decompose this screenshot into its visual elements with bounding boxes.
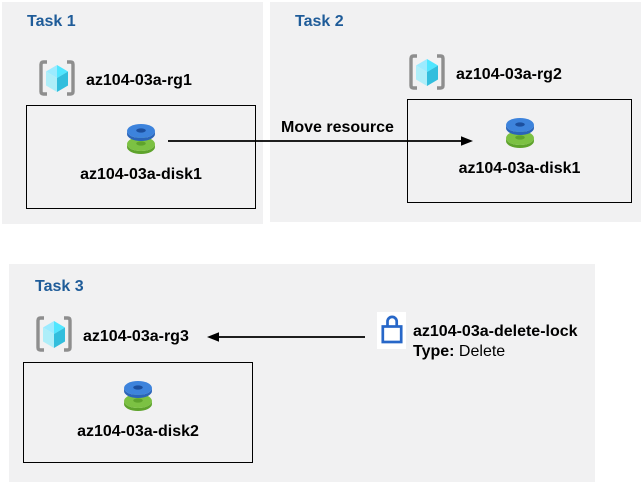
task3-resource-group: az104-03a-rg3: [33, 315, 189, 358]
task3-disk-label: az104-03a-disk2: [77, 423, 199, 440]
resource-group-icon: [406, 53, 448, 96]
task1-disk-label: az104-03a-disk1: [80, 166, 202, 183]
task3-title: Task 3: [35, 278, 84, 295]
managed-disk-icon: [118, 379, 158, 418]
lock-type-label: Type: Delete: [413, 343, 505, 361]
task1-panel: Task 1 az104-03a-rg1 az104-: [2, 2, 263, 224]
task1-title: Task 1: [27, 13, 76, 30]
resource-group-icon: [36, 59, 78, 102]
task1-rg-label: az104-03a-rg1: [86, 71, 192, 89]
lock-type-key: Type:: [413, 343, 455, 360]
task2-rg-label: az104-03a-rg2: [456, 65, 562, 83]
lock-chip: [377, 312, 406, 349]
task2-title: Task 2: [295, 13, 344, 30]
task2-resource-box: az104-03a-disk1: [407, 99, 632, 203]
task3-rg-label: az104-03a-rg3: [83, 327, 189, 345]
resource-group-icon: [33, 315, 75, 358]
task2-panel: Task 2 az104-03a-rg2 az104-: [270, 2, 641, 222]
task1-resource-box: az104-03a-disk1: [26, 105, 256, 209]
task3-panel: Task 3 az104-03a-rg3 az104-: [9, 264, 595, 482]
task2-disk-label: az104-03a-disk1: [458, 160, 581, 177]
task1-resource-group: az104-03a-rg1: [36, 59, 192, 102]
managed-disk-icon: [121, 122, 161, 161]
lock-icon: [380, 312, 404, 350]
lock-name-label: az104-03a-delete-lock: [413, 323, 578, 340]
task2-resource-group: az104-03a-rg2: [406, 53, 562, 96]
move-resource-label: Move resource: [281, 119, 394, 136]
lock-type-value: Delete: [454, 343, 506, 360]
task3-resource-box: az104-03a-disk2: [23, 362, 253, 463]
managed-disk-icon: [500, 116, 540, 155]
